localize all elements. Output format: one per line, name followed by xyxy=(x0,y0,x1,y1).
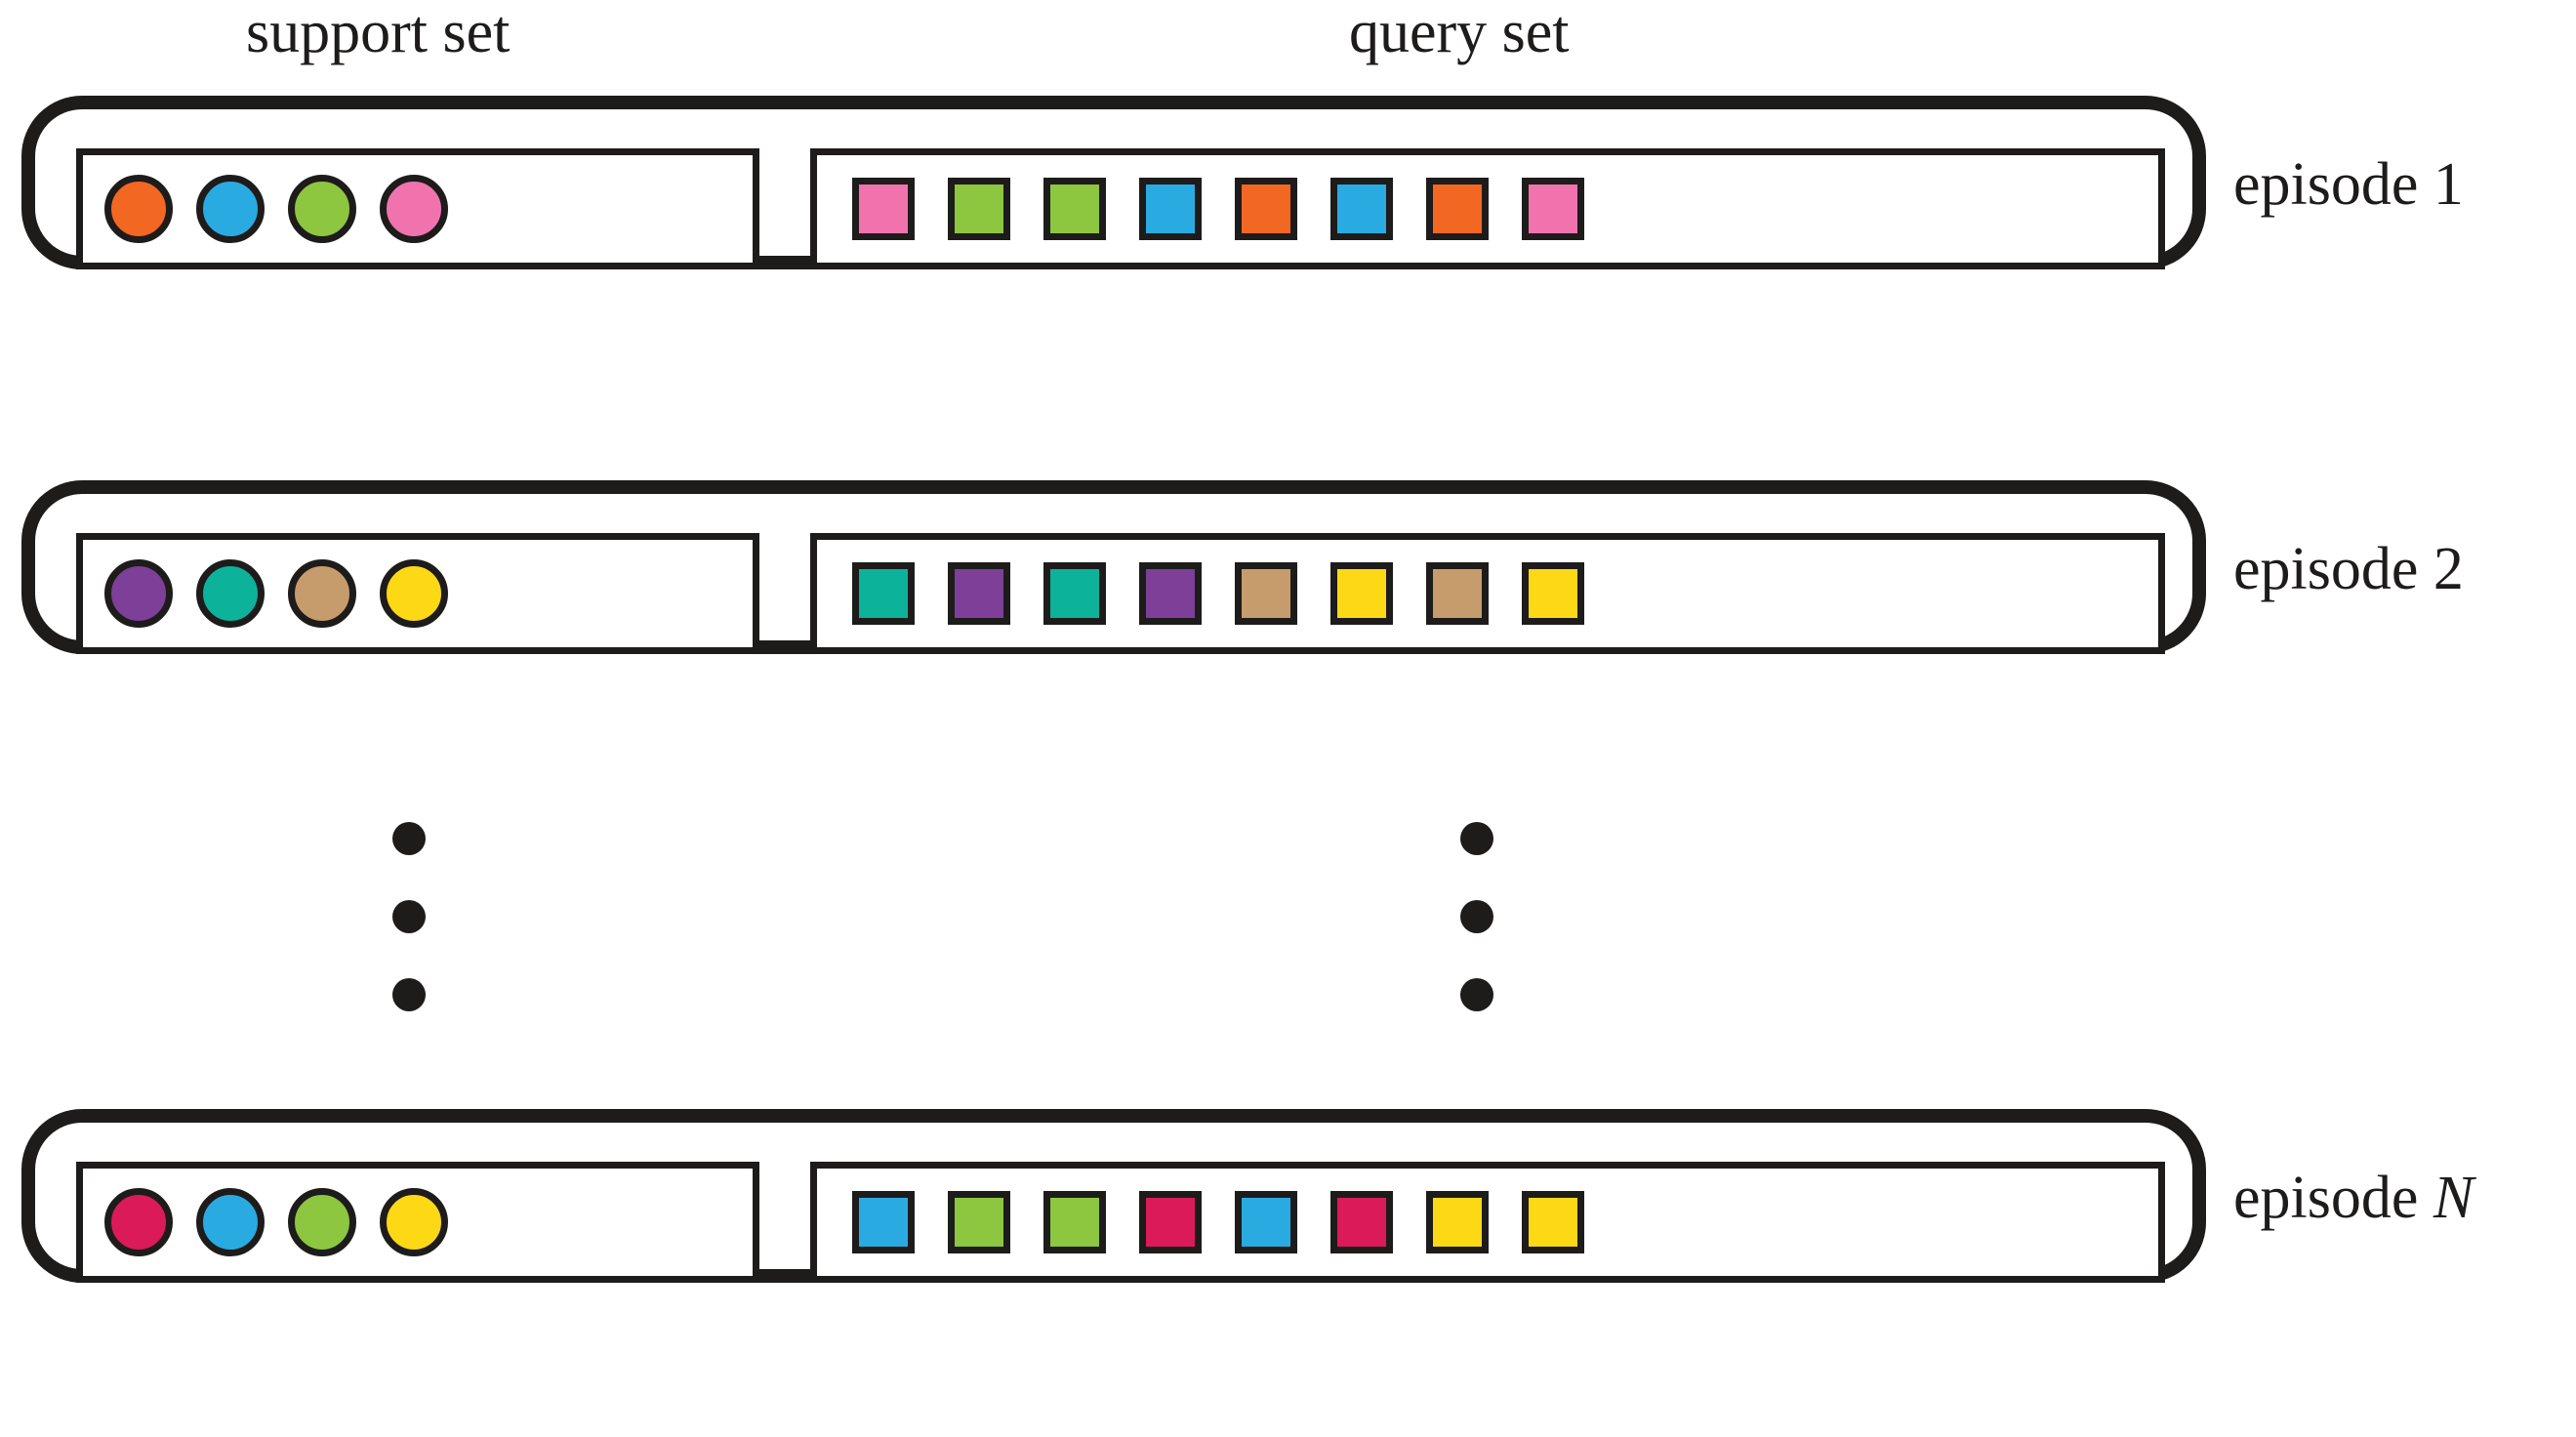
support-item-circle xyxy=(380,175,448,243)
query-item-square xyxy=(1235,1191,1297,1253)
query-item-square xyxy=(1043,1191,1106,1253)
query-item-square xyxy=(948,178,1010,240)
query-set-caption: query set xyxy=(1349,0,1570,65)
query-item-square xyxy=(1426,1191,1489,1253)
query-item-square xyxy=(1235,178,1297,240)
episode-row xyxy=(21,480,2206,654)
query-item-square xyxy=(1426,178,1489,240)
query-item-square xyxy=(948,562,1010,625)
dot-icon xyxy=(392,822,426,855)
support-item-circle xyxy=(288,559,356,628)
dot-icon xyxy=(1460,900,1493,933)
query-set-box xyxy=(810,533,2165,654)
support-item-circle xyxy=(288,1188,356,1256)
support-item-circle xyxy=(196,1188,265,1256)
query-item-square xyxy=(852,562,915,625)
support-item-circle xyxy=(104,175,173,243)
support-set-box xyxy=(76,1162,759,1283)
episode-label: episode 2 xyxy=(2233,539,2464,599)
query-item-square xyxy=(1522,1191,1584,1253)
episode-label: episode 1 xyxy=(2233,154,2464,215)
episode-label-text: episode xyxy=(2233,151,2419,218)
query-item-square xyxy=(948,1191,1010,1253)
episode-label-index: 2 xyxy=(2433,536,2464,602)
support-set-box xyxy=(76,533,759,654)
query-item-square xyxy=(1043,562,1106,625)
dot-icon xyxy=(392,978,426,1011)
dot-icon xyxy=(392,900,426,933)
vertical-ellipsis-icon xyxy=(1460,822,1493,1011)
support-item-circle xyxy=(380,1188,448,1256)
query-item-square xyxy=(1043,178,1106,240)
dot-icon xyxy=(1460,822,1493,855)
dot-icon xyxy=(1460,978,1493,1011)
support-item-circle xyxy=(196,559,265,628)
support-item-circle xyxy=(104,559,173,628)
query-item-square xyxy=(1139,562,1202,625)
support-item-circle xyxy=(380,559,448,628)
episode-label: episode N xyxy=(2233,1168,2474,1228)
query-item-square xyxy=(1330,1191,1393,1253)
vertical-ellipsis-icon xyxy=(392,822,426,1011)
query-item-square xyxy=(1330,178,1393,240)
query-set-box xyxy=(810,148,2165,269)
query-item-square xyxy=(1522,178,1584,240)
support-item-circle xyxy=(288,175,356,243)
support-item-circle xyxy=(196,175,265,243)
episode-label-text: episode xyxy=(2233,536,2419,602)
query-item-square xyxy=(852,178,915,240)
support-item-circle xyxy=(104,1188,173,1256)
query-item-square xyxy=(1139,1191,1202,1253)
episode-label-index: 1 xyxy=(2433,151,2464,218)
query-item-square xyxy=(852,1191,915,1253)
episode-label-index: N xyxy=(2433,1165,2474,1231)
query-set-box xyxy=(810,1162,2165,1283)
query-item-square xyxy=(1522,562,1584,625)
query-item-square xyxy=(1235,562,1297,625)
query-item-square xyxy=(1330,562,1393,625)
episode-row xyxy=(21,96,2206,269)
query-item-square xyxy=(1139,178,1202,240)
query-item-square xyxy=(1426,562,1489,625)
support-set-caption: support set xyxy=(246,0,511,65)
episode-row xyxy=(21,1109,2206,1283)
support-set-box xyxy=(76,148,759,269)
episode-label-text: episode xyxy=(2233,1165,2419,1231)
